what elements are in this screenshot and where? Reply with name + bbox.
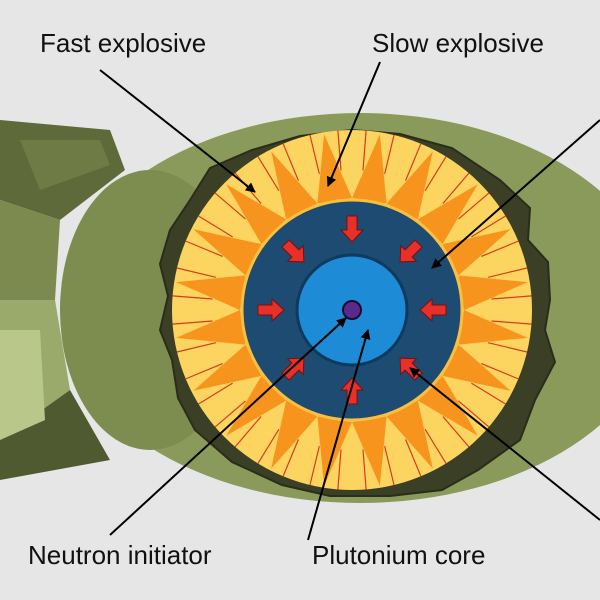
lens-line xyxy=(309,134,320,175)
lens-line xyxy=(384,445,395,486)
lens-spike xyxy=(458,275,528,310)
lens-line xyxy=(362,449,367,490)
lens-spike xyxy=(193,229,262,276)
lens-spike xyxy=(271,400,318,469)
lens-spike xyxy=(226,375,287,436)
lens-line xyxy=(257,429,280,464)
lens-line xyxy=(442,416,470,448)
lens-spike xyxy=(386,400,433,469)
lens-line xyxy=(487,267,528,278)
lens-spike xyxy=(417,184,478,245)
lens-divider-lines xyxy=(172,130,532,490)
lens-spike xyxy=(442,229,511,276)
label-fast-explosive: Fast explosive xyxy=(40,28,207,58)
lens-line xyxy=(405,143,422,181)
lens-line xyxy=(384,134,395,175)
label-slow-explosive: Slow explosive xyxy=(372,28,544,58)
lens-line xyxy=(172,320,213,325)
lens-spike xyxy=(352,416,387,486)
lens-line xyxy=(282,143,299,181)
lens-line xyxy=(185,240,223,257)
implosion-arrow xyxy=(281,239,305,263)
lens-line xyxy=(337,449,342,490)
leader-fast-explosive xyxy=(99,69,256,193)
leader-lines xyxy=(99,61,600,541)
leader-slow-explosive xyxy=(326,61,381,187)
lens-line xyxy=(481,363,519,380)
lens-line xyxy=(458,400,490,428)
slow-explosive-spikes xyxy=(176,134,528,486)
implosion-arrows xyxy=(257,215,447,405)
lens-spike xyxy=(386,151,433,220)
tail-fins xyxy=(0,120,125,480)
lens-spike xyxy=(317,416,352,486)
lens-spike xyxy=(176,275,246,310)
lens-spike xyxy=(442,344,511,391)
lens-line xyxy=(442,172,470,204)
implosion-arrow xyxy=(281,357,305,381)
lens-line xyxy=(176,267,217,278)
leader-pusher xyxy=(409,367,600,521)
lens-spike xyxy=(417,375,478,436)
lens-line xyxy=(234,416,262,448)
lens-spike xyxy=(226,184,287,245)
lens-line xyxy=(198,382,233,405)
lens-line xyxy=(487,342,528,353)
lens-line xyxy=(481,240,519,257)
implosion-arrow xyxy=(399,239,423,263)
implosion-arrow xyxy=(339,377,365,405)
implosion-arrow xyxy=(339,215,365,243)
implosion-arrow xyxy=(257,297,285,323)
implosion-arrow xyxy=(419,297,447,323)
lens-spike xyxy=(352,134,387,204)
lens-line xyxy=(337,130,342,171)
neutron-initiator xyxy=(342,300,362,320)
lens-line xyxy=(185,363,223,380)
lens-line xyxy=(405,439,422,477)
label-plutonium-core: Plutonium core xyxy=(312,540,486,570)
leader-neutron-initiator xyxy=(109,317,347,536)
lens-line xyxy=(257,156,280,191)
lens-line xyxy=(282,439,299,477)
lens-line xyxy=(214,400,246,428)
leader-tamper xyxy=(431,119,600,269)
lens-spike xyxy=(458,310,528,345)
lens-line xyxy=(214,192,246,220)
lens-spike xyxy=(176,310,246,345)
lens-line xyxy=(309,445,320,486)
lens-line xyxy=(424,156,447,191)
lens-line xyxy=(198,215,233,238)
lens-spike xyxy=(193,344,262,391)
lens-line xyxy=(424,429,447,464)
lens-line xyxy=(458,192,490,220)
lens-line xyxy=(172,295,213,300)
lens-line xyxy=(176,342,217,353)
leader-plutonium-core xyxy=(307,329,371,541)
lens-line xyxy=(491,295,532,300)
label-neutron-initiator: Neutron initiator xyxy=(28,540,212,570)
lens-line xyxy=(471,382,506,405)
lens-line xyxy=(491,320,532,325)
lens-line xyxy=(471,215,506,238)
lens-spike xyxy=(271,151,318,220)
lens-line xyxy=(362,130,367,171)
